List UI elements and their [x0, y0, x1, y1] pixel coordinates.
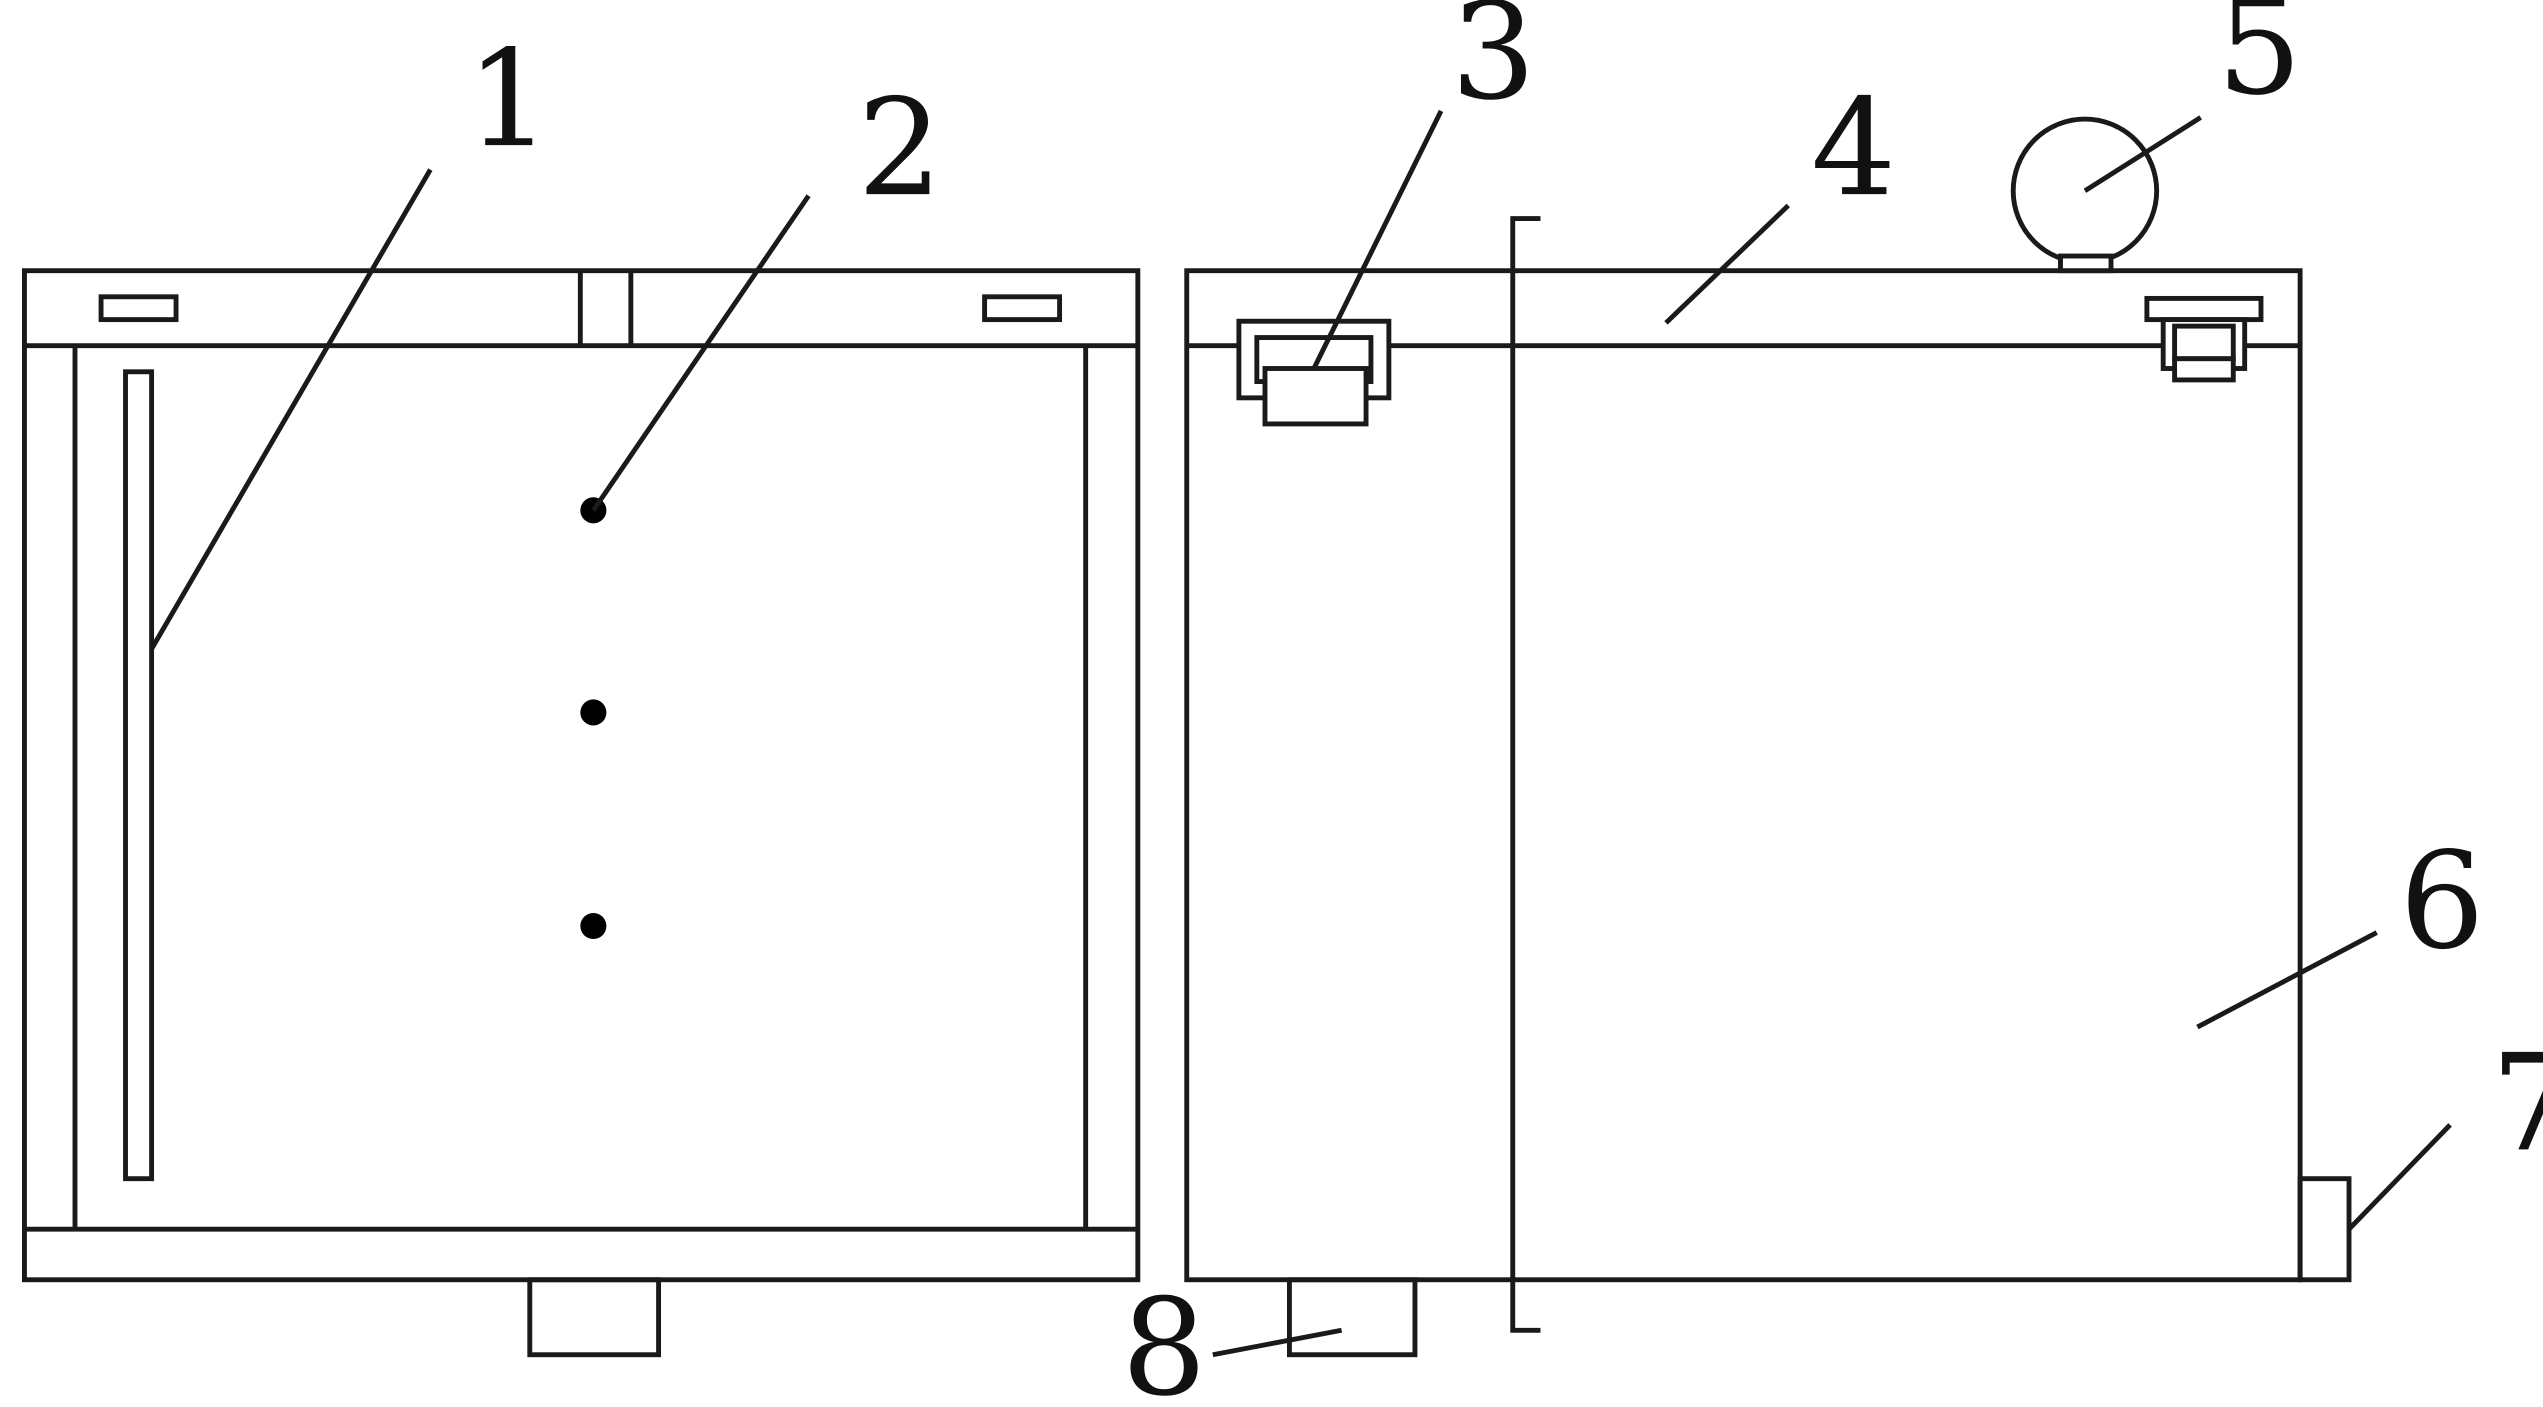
leader-lines — [149, 109, 2452, 1358]
vertical-strip-part-1 — [123, 369, 155, 1182]
leader-7 — [2347, 1123, 2452, 1231]
label-3: 3 — [1451, 0, 1536, 130]
label-5: 5 — [2217, 0, 2302, 125]
left-bottom-outlet — [527, 1277, 662, 1358]
gauge-part-5 — [2010, 116, 2160, 274]
label-1: 1 — [466, 21, 551, 177]
label-6: 6 — [2400, 823, 2485, 979]
reference-labels: 1 2 3 4 5 6 7 8 — [466, 0, 2543, 1407]
left-top-slot-right — [982, 294, 1063, 323]
leader-1 — [149, 168, 433, 651]
right-view — [1184, 116, 2352, 1358]
label-7: 7 — [2491, 1025, 2543, 1181]
hinge-part-3 — [1236, 318, 1392, 427]
label-4: 4 — [1811, 70, 1896, 226]
leader-8 — [1212, 1327, 1343, 1358]
leader-4 — [1664, 203, 1790, 325]
label-8: 8 — [1122, 1270, 1207, 1407]
left-outer-frame — [22, 268, 1141, 1283]
section-bracket — [1510, 216, 1541, 1333]
hole-dot-middle — [580, 699, 607, 726]
left-view — [22, 268, 1141, 1358]
bottom-outlet-part-8 — [1286, 1277, 1418, 1358]
leader-5 — [2083, 115, 2202, 193]
right-outer-frame — [1184, 268, 2303, 1283]
side-tab-part-7 — [2297, 1176, 2352, 1283]
label-2: 2 — [857, 70, 942, 226]
hinge-small-right — [2144, 295, 2264, 383]
leader-3 — [1311, 109, 1444, 370]
hole-dot-bottom — [580, 912, 607, 940]
left-top-slot-left — [98, 294, 179, 323]
leader-6 — [2196, 930, 2378, 1030]
leader-2 — [591, 194, 811, 512]
